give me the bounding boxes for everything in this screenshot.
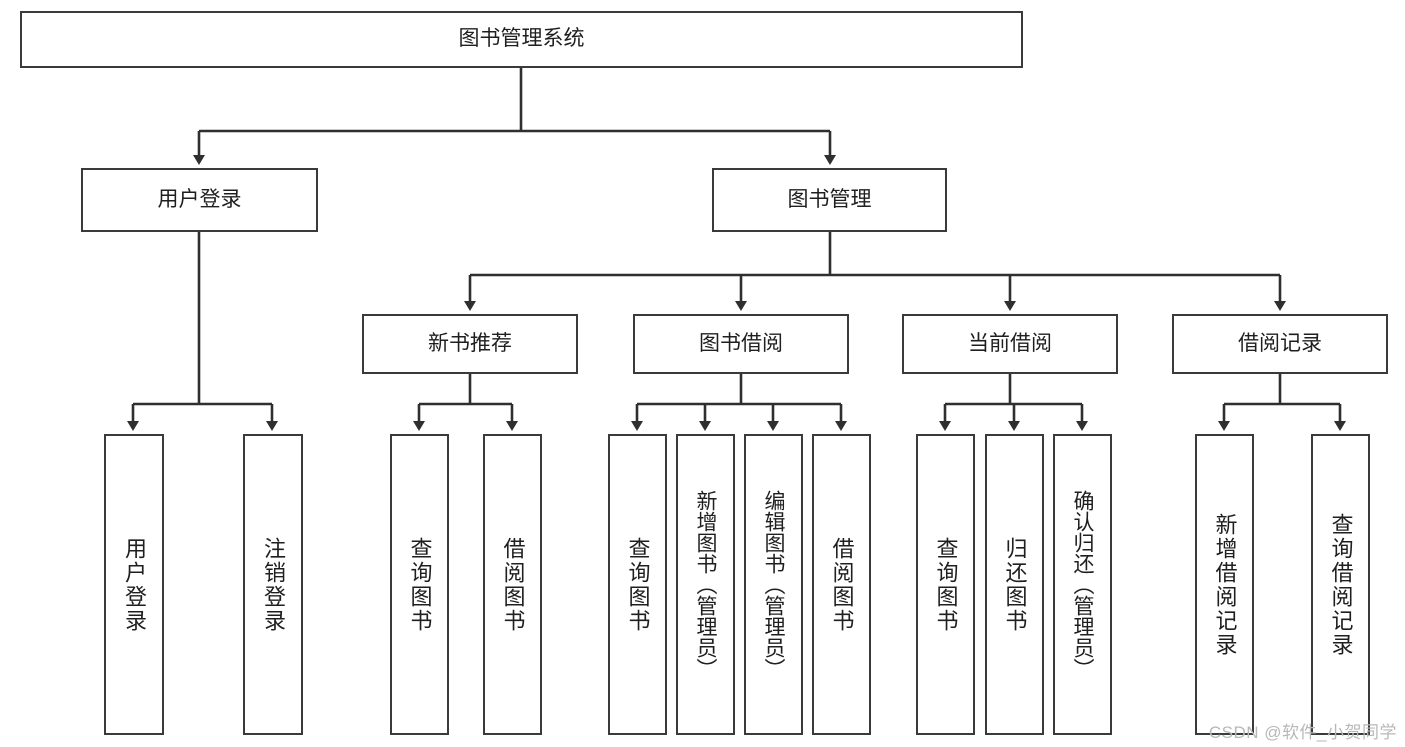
node-leaf-borrow-book-1-label: 借阅图书 bbox=[500, 536, 526, 633]
node-leaf-user-login[interactable]: 用户登录 bbox=[104, 434, 164, 735]
node-leaf-add-book-label: 新增图书（管理员） bbox=[694, 490, 717, 679]
node-book-borrow[interactable]: 图书借阅 bbox=[633, 314, 849, 374]
node-book-manage-label: 图书管理 bbox=[787, 187, 872, 211]
node-root[interactable]: 图书管理系统 bbox=[20, 11, 1023, 68]
node-root-label: 图书管理系统 bbox=[458, 27, 585, 51]
node-leaf-query-book-3[interactable]: 查询图书 bbox=[916, 434, 975, 735]
node-borrow-record-label: 借阅记录 bbox=[1238, 331, 1322, 355]
node-leaf-user-login-label: 用户登录 bbox=[122, 536, 147, 633]
node-leaf-query-book-3-label: 查询图书 bbox=[933, 536, 959, 633]
node-leaf-confirm-return-label: 确认归还（管理员） bbox=[1071, 490, 1094, 679]
node-leaf-add-book[interactable]: 新增图书（管理员） bbox=[676, 434, 735, 735]
node-user-login-label: 用户登录 bbox=[157, 187, 242, 211]
node-leaf-borrow-book-2-label: 借阅图书 bbox=[829, 536, 855, 633]
node-leaf-logout[interactable]: 注销登录 bbox=[243, 434, 303, 735]
node-leaf-query-record-label: 查询借阅记录 bbox=[1328, 512, 1354, 657]
node-leaf-query-record[interactable]: 查询借阅记录 bbox=[1311, 434, 1370, 735]
node-leaf-query-book-1[interactable]: 查询图书 bbox=[390, 434, 449, 735]
node-new-book-recommend[interactable]: 新书推荐 bbox=[362, 314, 578, 374]
watermark: CSDN @软件_小贺同学 bbox=[1208, 723, 1397, 742]
node-leaf-return-book[interactable]: 归还图书 bbox=[985, 434, 1044, 735]
node-leaf-edit-book-label: 编辑图书（管理员） bbox=[762, 490, 785, 679]
node-leaf-borrow-book-1[interactable]: 借阅图书 bbox=[483, 434, 542, 735]
node-current-borrow[interactable]: 当前借阅 bbox=[902, 314, 1118, 374]
node-leaf-add-record-label: 新增借阅记录 bbox=[1212, 512, 1238, 657]
node-leaf-add-record[interactable]: 新增借阅记录 bbox=[1195, 434, 1254, 735]
node-leaf-query-book-1-label: 查询图书 bbox=[407, 536, 433, 633]
node-leaf-return-book-label: 归还图书 bbox=[1002, 536, 1028, 633]
node-book-manage[interactable]: 图书管理 bbox=[712, 168, 947, 232]
node-book-borrow-label: 图书借阅 bbox=[699, 331, 783, 355]
node-current-borrow-label: 当前借阅 bbox=[968, 331, 1052, 355]
node-leaf-confirm-return[interactable]: 确认归还（管理员） bbox=[1053, 434, 1112, 735]
node-new-book-recommend-label: 新书推荐 bbox=[428, 331, 512, 355]
node-leaf-edit-book[interactable]: 编辑图书（管理员） bbox=[744, 434, 803, 735]
node-leaf-logout-label: 注销登录 bbox=[261, 536, 286, 633]
node-user-login[interactable]: 用户登录 bbox=[81, 168, 318, 232]
node-leaf-borrow-book-2[interactable]: 借阅图书 bbox=[812, 434, 871, 735]
node-leaf-query-book-2-label: 查询图书 bbox=[625, 536, 651, 633]
node-borrow-record[interactable]: 借阅记录 bbox=[1172, 314, 1388, 374]
node-leaf-query-book-2[interactable]: 查询图书 bbox=[608, 434, 667, 735]
